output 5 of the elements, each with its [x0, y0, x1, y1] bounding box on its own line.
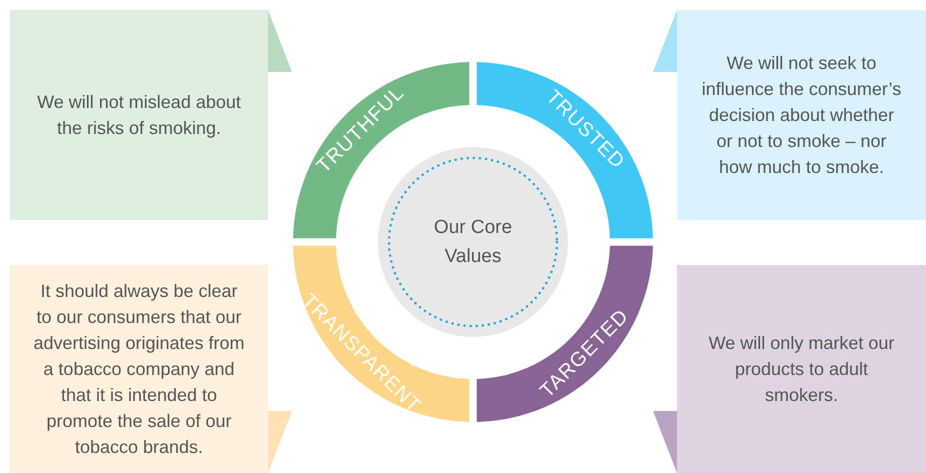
value-description-card: We will not seek to influence the consumer’s decision about whether or not to smoke – nor how much to smoke. — [677, 10, 926, 220]
center-label: Our Core Values — [432, 216, 514, 269]
value-description-card: It should always be clear to our consumers that our advertising originates from a tobacco company and that it is intended to promote the sale of our tobacco brands. — [10, 265, 268, 473]
value-description-card: We will not mislead about the risks of smoking. — [10, 10, 268, 220]
value-description-card: We will only market our products to adult smokers. — [677, 265, 926, 473]
